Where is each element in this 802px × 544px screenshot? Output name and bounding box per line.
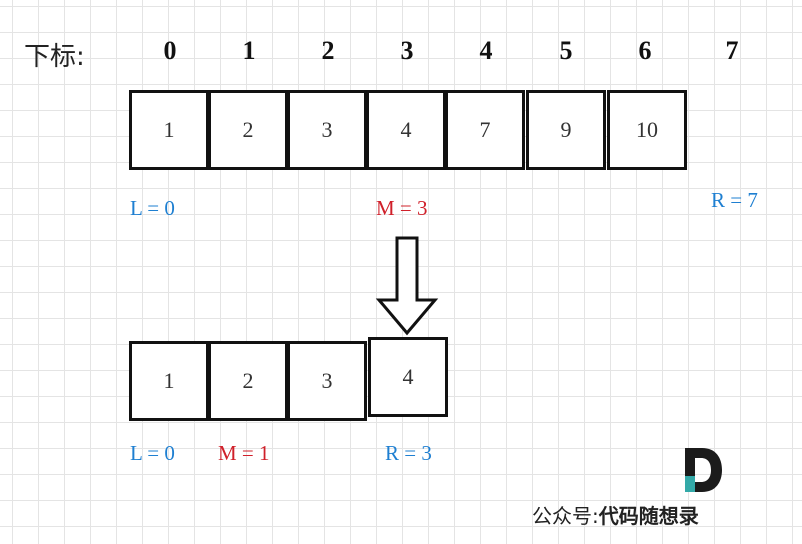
top-cell-3: 4 [366, 90, 446, 170]
footer-text: 公众号:代码随想录 [532, 500, 699, 529]
top-left-pointer: L = 0 [130, 196, 175, 220]
top-cell-5: 9 [526, 90, 606, 170]
bottom-cell-0: 1 [129, 341, 209, 421]
top-cell-4: 7 [445, 90, 525, 170]
index-2: 2 [321, 36, 335, 65]
index-7: 7 [725, 36, 739, 65]
top-cell-0: 1 [129, 90, 209, 170]
bottom-cell-2: 3 [287, 341, 367, 421]
index-6: 6 [638, 36, 652, 65]
down-arrow-icon [375, 236, 439, 336]
bottom-right-pointer: R = 3 [385, 441, 432, 465]
bottom-left-pointer: L = 0 [130, 441, 175, 465]
index-1: 1 [242, 36, 256, 65]
bottom-mid-pointer: M = 1 [218, 441, 270, 465]
index-5: 5 [559, 36, 573, 65]
index-label: 下标: [24, 42, 85, 72]
footer-name: 代码随想录 [598, 504, 699, 528]
index-4: 4 [479, 36, 493, 65]
top-cell-2: 3 [287, 90, 367, 170]
index-0: 0 [163, 36, 177, 65]
index-3: 3 [400, 36, 414, 65]
top-right-pointer: R = 7 [711, 188, 758, 212]
bottom-cell-1: 2 [208, 341, 288, 421]
bottom-cell-3: 4 [368, 337, 448, 417]
top-cell-1: 2 [208, 90, 288, 170]
logo-icon [685, 448, 722, 492]
top-mid-pointer: M = 3 [376, 196, 428, 220]
footer-prefix: 公众号: [532, 504, 599, 528]
top-cell-6: 10 [607, 90, 687, 170]
